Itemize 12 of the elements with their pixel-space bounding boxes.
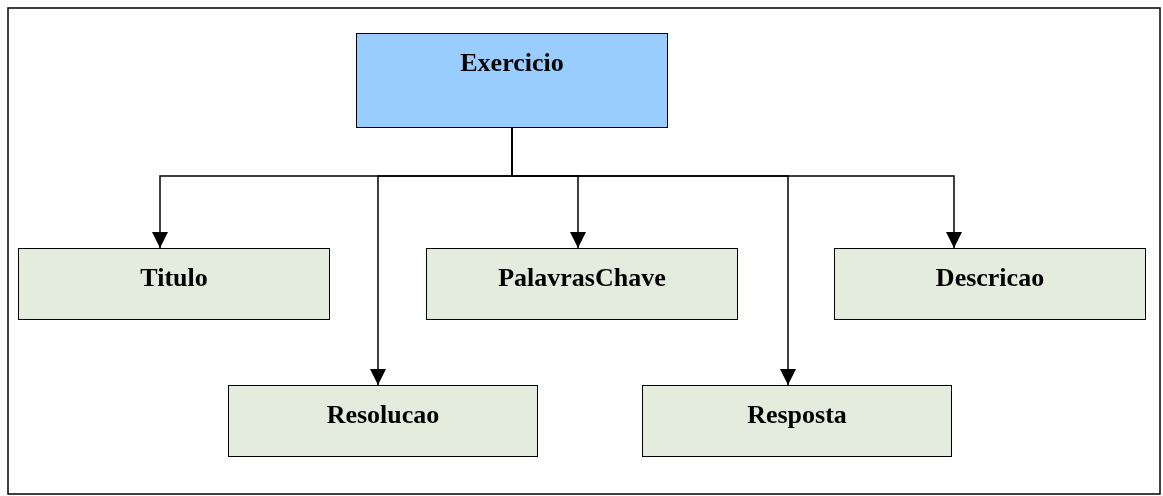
root-box	[356, 33, 668, 128]
child-box	[228, 385, 538, 457]
box-label: Exercicio	[460, 48, 564, 78]
child-box	[834, 248, 1146, 320]
box-label: Resposta	[747, 400, 847, 430]
child-box	[18, 248, 330, 320]
box-label: Descricao	[935, 263, 1045, 293]
box-label: Resolucao	[326, 400, 440, 430]
box-label: PalavrasChave	[498, 263, 666, 293]
child-box	[426, 248, 738, 320]
box-label: Titulo	[140, 263, 208, 293]
child-box	[642, 385, 952, 457]
